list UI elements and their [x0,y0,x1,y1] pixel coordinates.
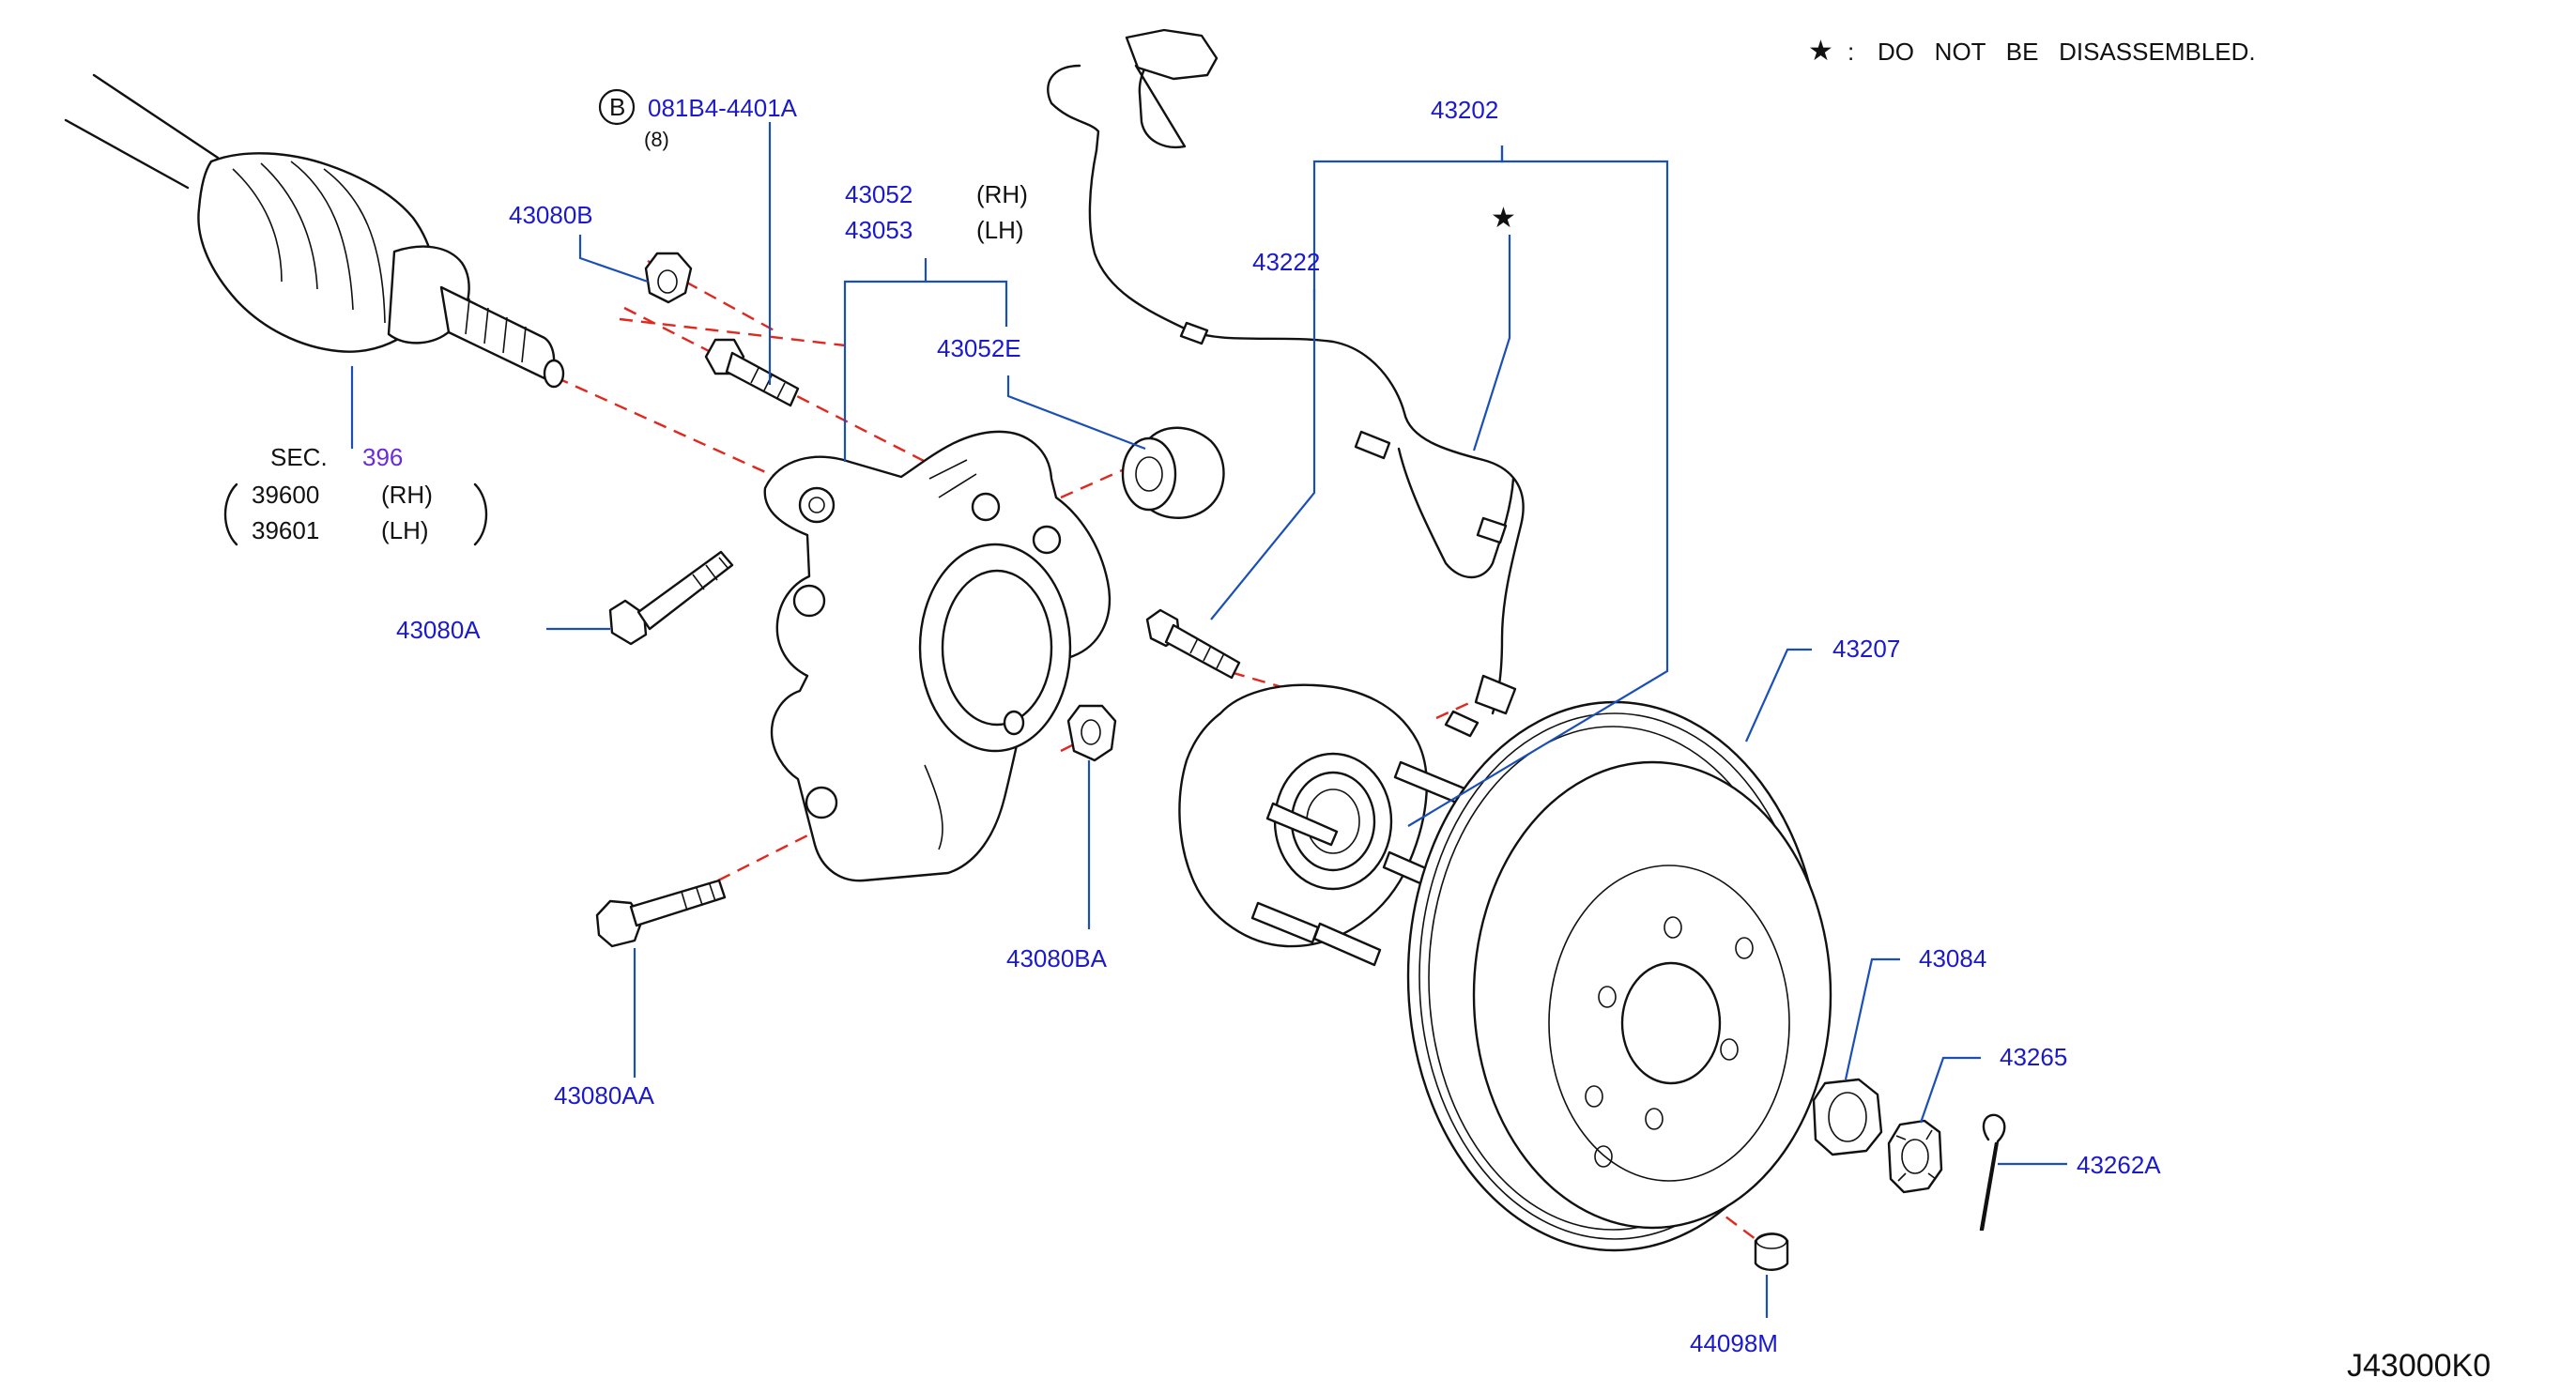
knuckle-drawing [763,430,1112,882]
bolt-class-b-letter: B [609,93,625,121]
drive-shaft-drawing [64,73,565,389]
drive-shaft-lh-part: 39601 [252,516,319,544]
bolt-b-qty: (8) [644,128,669,151]
disc-rotor-drawing [1406,700,1832,1252]
part-43080b[interactable]: 43080B [509,201,593,229]
drive-shaft-rh-side: (RH) [381,481,433,509]
legend-star-icon: ★ [1808,36,1833,67]
drive-shaft-paren-right [473,482,488,546]
part-43262a[interactable]: 43262A [2077,1151,2161,1179]
part-43265[interactable]: 43265 [2000,1043,2067,1071]
leader-lines [350,122,2067,1318]
part-43207[interactable]: 43207 [1832,635,1900,663]
part-44098m[interactable]: 44098M [1690,1329,1778,1357]
part-43202[interactable]: 43202 [1431,96,1498,124]
part-43053[interactable]: 43053 [845,216,912,244]
part-43084[interactable]: 43084 [1919,944,1986,972]
part-43080ba[interactable]: 43080BA [1006,944,1108,972]
sec-label: SEC. [270,443,328,471]
part-081b4-4401a[interactable]: 081B4-4401A [648,94,798,122]
drive-shaft-paren-left [223,482,238,546]
bolt-class-b-circle [598,88,636,126]
drive-shaft-lh-side: (LH) [381,516,429,544]
part-43222[interactable]: 43222 [1252,248,1320,276]
hub-star-icon: ★ [1491,203,1516,234]
legend-colon: : [1848,38,1854,66]
bushing-drawing [1121,426,1225,519]
hub-nut-drawing [1812,1078,1883,1156]
part-43080aa[interactable]: 43080AA [554,1081,655,1110]
legend-text: DO NOT BE DISASSEMBLED. [1878,38,2256,66]
knuckle-rh-side: (RH) [976,180,1028,208]
part-43052e[interactable]: 43052E [937,334,1021,362]
part-43080a[interactable]: 43080A [396,616,481,644]
sec-number: 396 [362,443,403,471]
nut-cap-drawing [1887,1119,1943,1194]
part-43052[interactable]: 43052 [845,180,912,208]
diagram-labels: ★ : DO NOT BE DISASSEMBLED. SEC. 396 396… [252,36,2491,1384]
drawing-code: J43000K0 [2347,1348,2491,1384]
cotter-pin-drawing [1979,1113,2006,1232]
knuckle-lh-side: (LH) [976,216,1024,244]
hardware-drawing [595,252,1789,1271]
drive-shaft-rh-part: 39600 [252,481,319,509]
hub-assembly-drawing [1047,28,1525,967]
